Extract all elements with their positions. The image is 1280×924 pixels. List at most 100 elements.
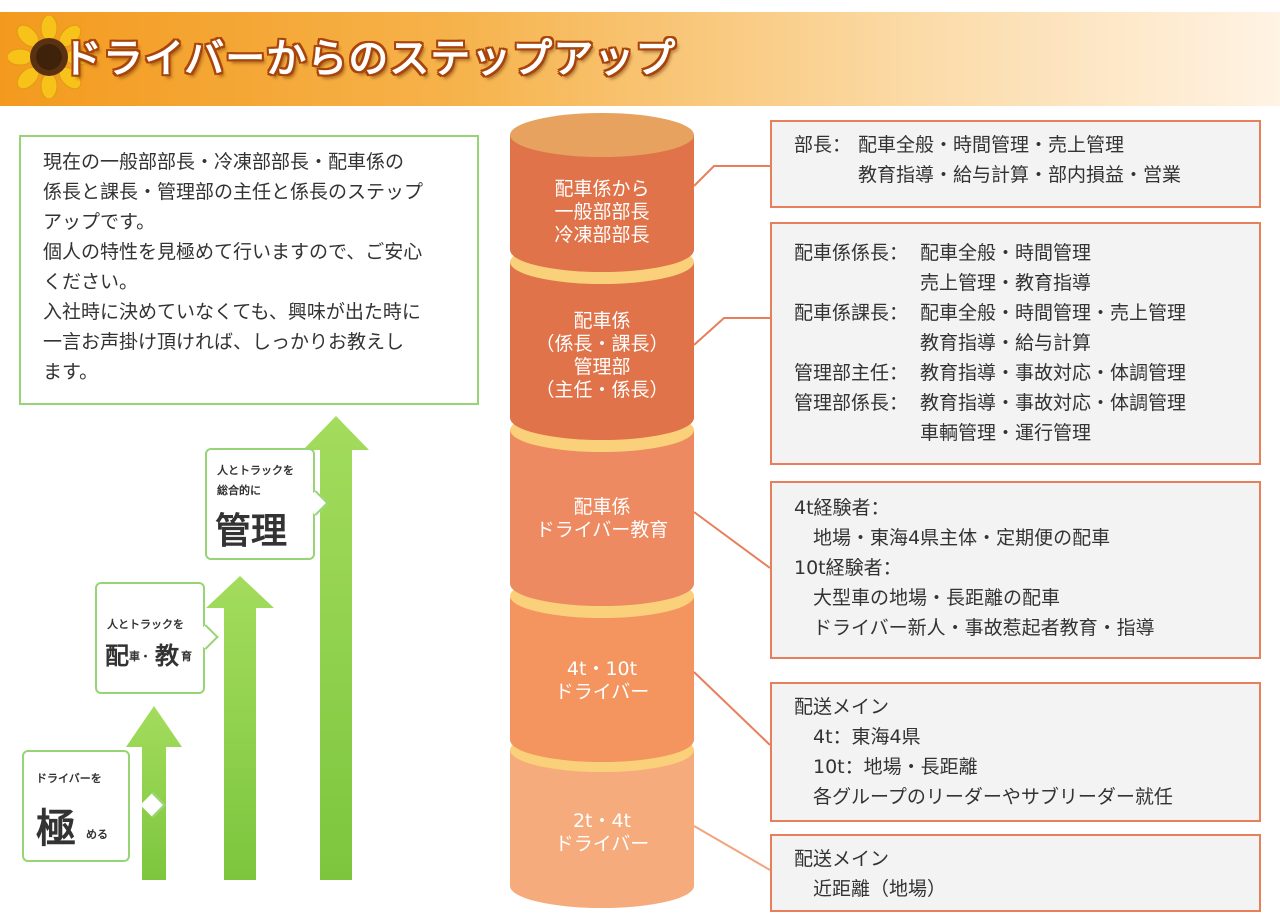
tower-label-line: ドライバー [554, 833, 650, 855]
tower-label-3: 配車係 ドライバー教育 [510, 496, 694, 542]
detail-box-1: 部長： 配車全般・時間管理・売上管理 教育指導・給与計算・部内損益・営業 [770, 120, 1261, 208]
tower-segment-2 [510, 262, 694, 440]
detail-line: 配送メイン [794, 848, 890, 870]
tower-label-line: 管理部 [573, 356, 631, 378]
connector-line [693, 317, 770, 346]
callout-small-text: ドライバーを [36, 772, 102, 785]
tower-label-5: 2t・4t ドライバー [510, 810, 694, 856]
detail-duties: 売上管理・教育指導 [920, 272, 1092, 294]
tower-label-line: 4t・10t [566, 658, 638, 680]
callout-big-text: 極 [36, 806, 76, 852]
connector-line [693, 511, 771, 569]
sunflower-icon [8, 16, 90, 98]
detail-role: 配車係係長： [794, 242, 909, 264]
detail-duties: 配車全般・時間管理・売上管理 [858, 134, 1125, 156]
detail-duties: 教育指導・事故対応・体調管理 [920, 362, 1187, 384]
detail-row: 配車係係長： 配車全般・時間管理 [794, 238, 1259, 268]
detail-box-3: 4t経験者： 地場・東海4県主体・定期便の配車 10t経験者： 大型車の地場・長… [770, 481, 1261, 659]
detail-role: 配車係課長： [794, 302, 909, 324]
callout-mid-text: 車・ [129, 650, 151, 663]
intro-line: 係長と課長・管理部の主任と係長のステップ [43, 181, 424, 203]
intro-line: 一言お声掛け頂ければ、しっかりお教えし [43, 331, 405, 353]
intro-line: 現在の一般部部長・冷凍部部長・配車係の [43, 151, 405, 173]
intro-line: アップです。 [43, 211, 156, 233]
tower-label-4: 4t・10t ドライバー [510, 658, 694, 704]
connector-line [693, 165, 770, 187]
detail-role [794, 418, 920, 448]
callout-step3: 人とトラックを 総合的に 管理 [205, 448, 329, 560]
tower-segment-3 [510, 430, 694, 606]
detail-box-5: 配送メイン 近距離（地場） [770, 834, 1261, 912]
tower-label-line: 冷凍部部長 [554, 224, 650, 246]
tower-label-line: 配車係から [554, 178, 650, 200]
detail-line: 10t経験者： [794, 557, 902, 579]
intro-line: 入社時に決めていなくても、興味が出た時に [43, 301, 421, 323]
intro-line: ください。 [43, 271, 139, 293]
callout-big-text: 管理 [215, 511, 288, 552]
arrow-step2 [206, 576, 274, 880]
tower-segment-5 [510, 750, 694, 908]
detail-line: 10t：地場・長距離 [794, 756, 978, 778]
detail-row: 教育指導・給与計算 [794, 328, 1259, 358]
connector-line [693, 671, 771, 746]
page-title: ドライバーからのステップアップ [62, 36, 677, 82]
callout-step2: 人とトラックを 配 車・ 教 育 [95, 582, 219, 694]
detail-row: 配車係課長： 配車全般・時間管理・売上管理 [794, 298, 1259, 328]
tower-label-line: 一般部部長 [554, 201, 650, 223]
detail-row: 教育指導・給与計算・部内損益・営業 [794, 160, 1259, 190]
tower-label-2: 配車係 （係長・課長） 管理部 （主任・係長） [510, 310, 694, 402]
intro-textbox: 現在の一般部部長・冷凍部部長・配車係の 係長と課長・管理部の主任と係長のステップ… [19, 135, 479, 405]
tower-label-line: ドライバー教育 [535, 519, 669, 541]
callout-step1: ドライバーを 極 める [22, 750, 166, 862]
callout-small-text: 人とトラックを [217, 464, 294, 477]
connector-line [693, 825, 771, 871]
detail-line: 大型車の地場・長距離の配車 [794, 587, 1061, 609]
tower-label-line: 配車係 [573, 310, 631, 332]
header-banner [0, 12, 1280, 106]
detail-role [794, 328, 920, 358]
detail-duties: 教育指導・給与計算 [920, 332, 1092, 354]
callout-mid-text: 育 [181, 650, 192, 663]
detail-row: 車輌管理・運行管理 [794, 418, 1259, 448]
arrow-step3 [303, 416, 369, 880]
career-tower [510, 113, 694, 908]
intro-line: 個人の特性を見極めて行いますので、ご安心 [43, 241, 423, 263]
detail-line: 近距離（地場） [794, 878, 947, 900]
detail-box-2: 配車係係長： 配車全般・時間管理 売上管理・教育指導 配車係課長： 配車全般・時間管… [770, 222, 1261, 465]
tower-segment-4 [510, 598, 694, 762]
callout-big-text: 配 [105, 642, 129, 670]
detail-role: 管理部主任： [794, 362, 909, 384]
detail-duties: 車輌管理・運行管理 [920, 422, 1092, 444]
detail-row: 売上管理・教育指導 [794, 268, 1259, 298]
detail-line: 地場・東海4県主体・定期便の配車 [794, 527, 1111, 549]
tower-label-1: 配車係から 一般部部長 冷凍部部長 [510, 178, 694, 247]
detail-line: 4t：東海4県 [794, 726, 921, 748]
tower-label-line: ドライバー [554, 681, 650, 703]
callout-small-text: 人とトラックを [107, 618, 184, 631]
detail-row: 部長： 配車全般・時間管理・売上管理 [794, 130, 1259, 160]
detail-row: 管理部主任： 教育指導・事故対応・体調管理 [794, 358, 1259, 388]
callout-big-text: 教 [155, 642, 179, 670]
callout-suffix-text: める [86, 828, 108, 841]
detail-duties: 配車全般・時間管理 [920, 242, 1092, 264]
tower-segment-1 [510, 135, 694, 272]
tower-top-cap [510, 113, 694, 157]
detail-row: 管理部係長： 教育指導・事故対応・体調管理 [794, 388, 1259, 418]
tower-label-line: （主任・係長） [535, 379, 669, 401]
detail-role [794, 160, 858, 190]
detail-line: 4t経験者： [794, 497, 890, 519]
detail-role [794, 268, 920, 298]
callout-small-text: 総合的に [217, 484, 261, 497]
detail-box-4: 配送メイン 4t：東海4県 10t：地場・長距離 各グループのリーダーやサブリー… [770, 682, 1261, 822]
detail-duties: 教育指導・事故対応・体調管理 [920, 392, 1187, 414]
detail-role: 部長： [794, 134, 852, 156]
detail-line: 各グループのリーダーやサブリーダー就任 [794, 786, 1173, 808]
detail-role: 管理部係長： [794, 392, 909, 414]
tower-label-line: （係長・課長） [535, 333, 669, 355]
detail-line: 配送メイン [794, 696, 890, 718]
intro-line: ます。 [43, 361, 99, 383]
tower-label-line: 配車係 [573, 496, 631, 518]
detail-duties: 配車全般・時間管理・売上管理 [920, 302, 1187, 324]
tower-label-line: 2t・4t [572, 810, 632, 832]
